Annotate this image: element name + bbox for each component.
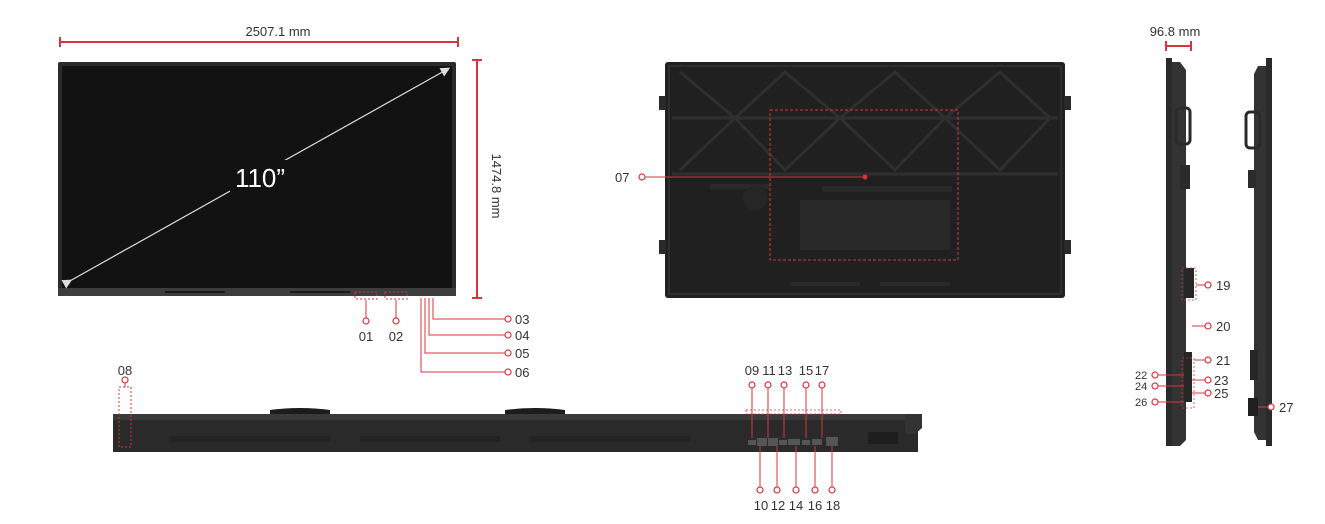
callout-dot-08 — [121, 376, 129, 384]
callout-label-05: 05 — [515, 346, 529, 361]
callout-dot-18 — [828, 486, 836, 494]
callout-label-13: 13 — [778, 363, 792, 378]
callout-label-23: 23 — [1214, 373, 1228, 388]
callout-dot-06 — [504, 368, 512, 376]
callout-label-22: 22 — [1135, 370, 1147, 382]
callout-dot-17 — [818, 381, 826, 389]
callout-label-27: 27 — [1279, 400, 1293, 415]
callout-label-18: 18 — [826, 498, 840, 513]
height-label: 1474.8 mm — [489, 153, 504, 218]
callout-label-26: 26 — [1135, 397, 1147, 409]
callout-label-10: 10 — [754, 498, 768, 513]
callout-label-11: 11 — [762, 363, 776, 378]
callout-label-17: 17 — [815, 363, 829, 378]
callout-dot-27 — [1267, 403, 1275, 411]
callout-dot-24 — [1151, 382, 1159, 390]
callout-label-24: 24 — [1135, 381, 1147, 393]
callout-label-25: 25 — [1214, 386, 1228, 401]
callout-line-05 — [424, 298, 505, 354]
callout-dot-22 — [1151, 371, 1159, 379]
callout-dot-09 — [748, 381, 756, 389]
callout-dot-23 — [1204, 376, 1212, 384]
callout-box-01 — [354, 291, 378, 300]
callout-label-07: 07 — [615, 170, 629, 185]
callout-label-14: 14 — [789, 498, 803, 513]
callout-label-21: 21 — [1216, 353, 1230, 368]
pen-tray-left — [270, 408, 330, 414]
callout-point-07 — [862, 174, 868, 180]
callout-dot-04 — [504, 331, 512, 339]
callout-label-20: 20 — [1216, 319, 1230, 334]
callout-label-01: 01 — [359, 329, 373, 344]
depth-label: 96.8 mm — [1150, 24, 1201, 39]
callout-dot-07 — [638, 173, 646, 181]
bottom-ports — [748, 437, 838, 446]
display-back-panel — [665, 62, 1065, 298]
callout-label-19: 19 — [1216, 278, 1230, 293]
bottom-view: 08 — [113, 363, 922, 513]
width-label: 2507.1 mm — [245, 24, 310, 39]
callout-dot-19 — [1204, 281, 1212, 289]
callout-dot-25 — [1204, 389, 1212, 397]
callout-dot-26 — [1151, 398, 1159, 406]
callout-label-15: 15 — [799, 363, 813, 378]
callout-dot-05 — [504, 349, 512, 357]
callout-label-03: 03 — [515, 312, 529, 327]
callout-label-12: 12 — [771, 498, 785, 513]
back-rib-pattern — [672, 70, 1058, 176]
diagonal-label: 110” — [235, 163, 285, 193]
callout-dot-20 — [1204, 322, 1212, 330]
callout-dot-13 — [780, 381, 788, 389]
callout-label-06: 06 — [515, 365, 529, 380]
callout-dot-01 — [362, 317, 370, 325]
callout-dot-16 — [811, 486, 819, 494]
vesa-mount-area — [769, 109, 959, 261]
callout-label-16: 16 — [808, 498, 822, 513]
callout-label-08: 08 — [118, 363, 132, 378]
back-vents — [710, 184, 952, 286]
callout-dot-15 — [802, 381, 810, 389]
speaker-grille-right — [290, 291, 350, 293]
diagonal-label-bg — [230, 160, 288, 194]
callout-line-04 — [428, 298, 505, 336]
callout-box-02 — [384, 291, 408, 300]
right-side-profile — [1266, 58, 1272, 446]
callout-label-02: 02 — [389, 329, 403, 344]
front-view: 2507.1 mm 110” 1474.8 mm 01 02 — [58, 24, 529, 380]
callout-dot-10 — [756, 486, 764, 494]
callout-dot-02 — [392, 317, 400, 325]
callout-label-04: 04 — [515, 328, 529, 343]
display-bottom-bar — [58, 288, 456, 296]
left-side-profile — [1166, 58, 1172, 446]
callout-dot-03 — [504, 315, 512, 323]
callout-label-09: 09 — [745, 363, 759, 378]
side-views: 96.8 mm — [1135, 24, 1293, 446]
callout-dot-11 — [764, 381, 772, 389]
callout-dot-14 — [792, 486, 800, 494]
callout-dot-12 — [773, 486, 781, 494]
callout-line-06 — [420, 298, 505, 373]
callout-dot-21 — [1204, 356, 1212, 364]
pen-tray-right — [505, 408, 565, 414]
back-view: 07 — [615, 62, 1071, 298]
speaker-grille-left — [165, 291, 225, 293]
callout-line-03 — [432, 298, 505, 320]
